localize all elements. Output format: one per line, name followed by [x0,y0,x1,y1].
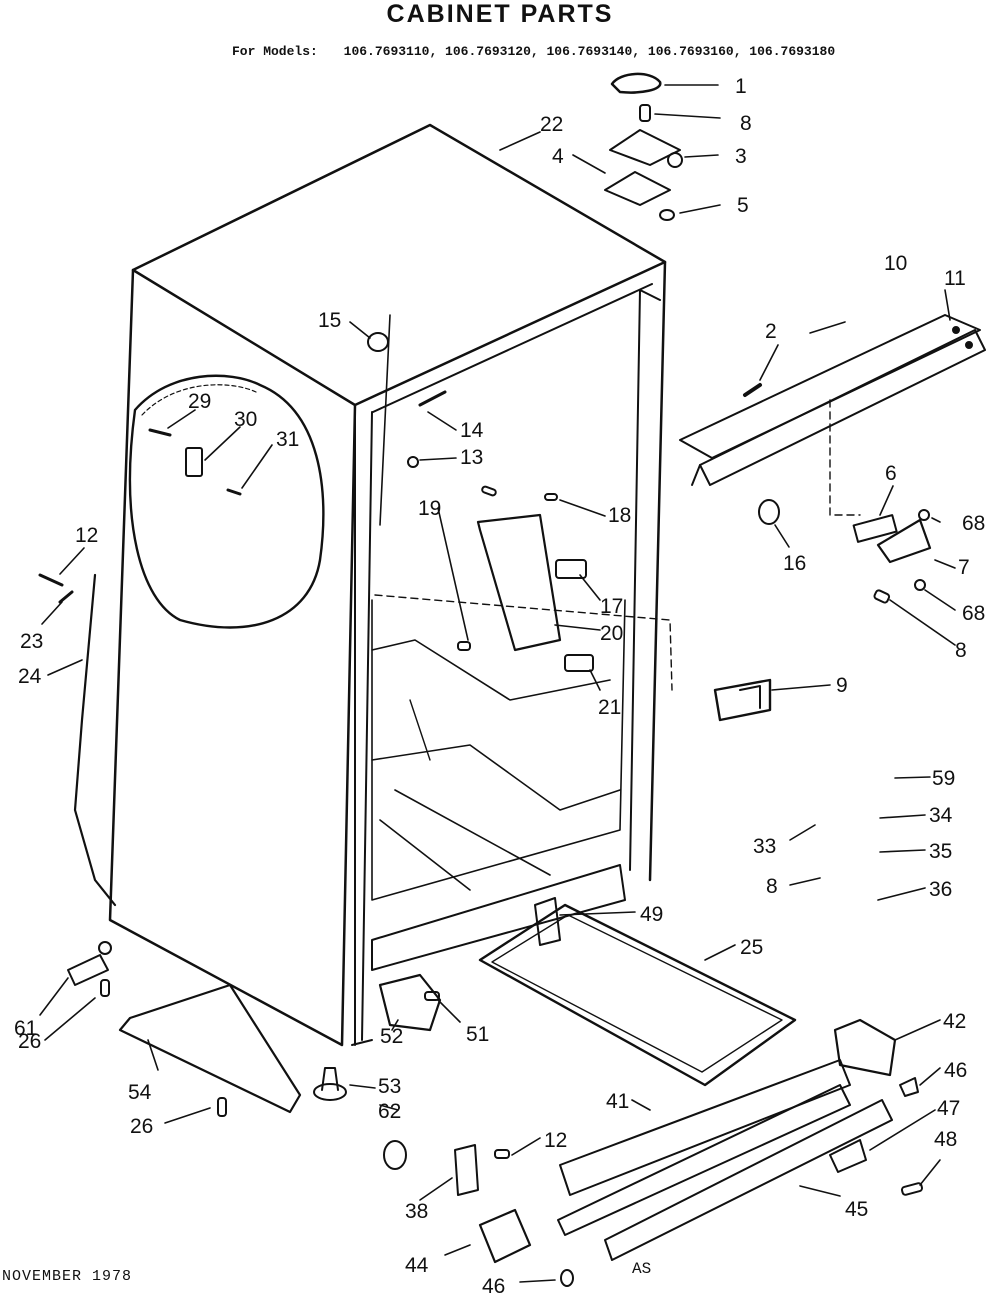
callout-20: 20 [600,622,623,645]
callout-12: 12 [544,1129,567,1152]
callout-38: 38 [405,1200,428,1223]
callout-5: 5 [737,194,749,217]
bottom-assembly-parts [118,897,924,1287]
callout-51: 51 [466,1023,489,1046]
callout-8: 8 [766,875,778,898]
models-line: For Models: 106.7693110, 106.7693120, 10… [232,44,835,59]
leader-lines [39,84,956,1283]
callout-35: 35 [929,840,952,863]
callout-34: 34 [929,804,953,827]
callout-10: 10 [884,252,907,275]
callout-8: 8 [740,112,752,135]
callout-17: 17 [600,595,623,618]
cabinet-body [108,123,861,1047]
callout-15: 15 [318,309,341,332]
diagram-title: CABINET PARTS [386,0,614,28]
callout-68: 68 [962,512,985,535]
callout-45: 45 [845,1198,868,1221]
callout-1: 1 [735,75,747,98]
callout-62: 62 [378,1100,401,1123]
callout-44: 44 [405,1254,429,1277]
callout-2: 2 [765,320,777,343]
callout-31: 31 [276,428,299,451]
callout-18: 18 [608,504,631,527]
callout-52: 52 [380,1025,403,1048]
callout-46: 46 [944,1059,967,1082]
callout-61: 61 [14,1017,37,1040]
callout-3: 3 [735,145,747,168]
callout-36: 36 [929,878,952,901]
callout-22: 22 [540,113,563,136]
callout-24: 24 [18,665,42,688]
callout-26: 26 [18,1030,41,1053]
callout-29: 29 [188,390,211,413]
callout-4: 4 [552,145,564,168]
callout-8: 8 [955,639,967,662]
callout-33: 33 [753,835,776,858]
drawing-mark: AS [632,1260,652,1278]
callout-13: 13 [460,446,483,469]
footer-date: NOVEMBER 1978 [2,1268,133,1285]
interior-parts [367,332,594,672]
callout-14: 14 [460,419,484,442]
callout-68: 68 [962,602,985,625]
callout-46: 46 [482,1275,505,1297]
callout-53: 53 [378,1075,401,1098]
callout-54: 54 [128,1081,152,1104]
callout-25: 25 [740,936,763,959]
callout-9: 9 [836,674,848,697]
door-rail-parts [679,314,986,722]
callout-26: 26 [130,1115,153,1138]
models-label: For Models: [232,44,318,59]
callout-19: 19 [418,497,441,520]
top-hinge-parts [604,72,683,221]
model-numbers: 106.7693110, 106.7693120, 106.7693140, 1… [343,44,836,59]
callout-30: 30 [234,408,257,431]
callout-42: 42 [943,1010,966,1033]
callout-11: 11 [944,267,966,290]
callout-7: 7 [958,556,970,579]
callout-6: 6 [885,462,897,485]
callout-59: 59 [932,767,955,790]
callout-23: 23 [20,630,43,653]
callout-21: 21 [598,696,621,719]
callout-49: 49 [640,903,663,926]
callout-47: 47 [937,1097,960,1120]
callout-16: 16 [783,552,806,575]
left-side-parts [38,428,242,997]
callout-48: 48 [934,1128,957,1151]
callout-12: 12 [75,524,98,547]
callout-41: 41 [606,1090,629,1113]
callouts: 1 8 3 4 5 22 10 11 2 15 29 30 31 14 13 1… [14,75,985,1297]
